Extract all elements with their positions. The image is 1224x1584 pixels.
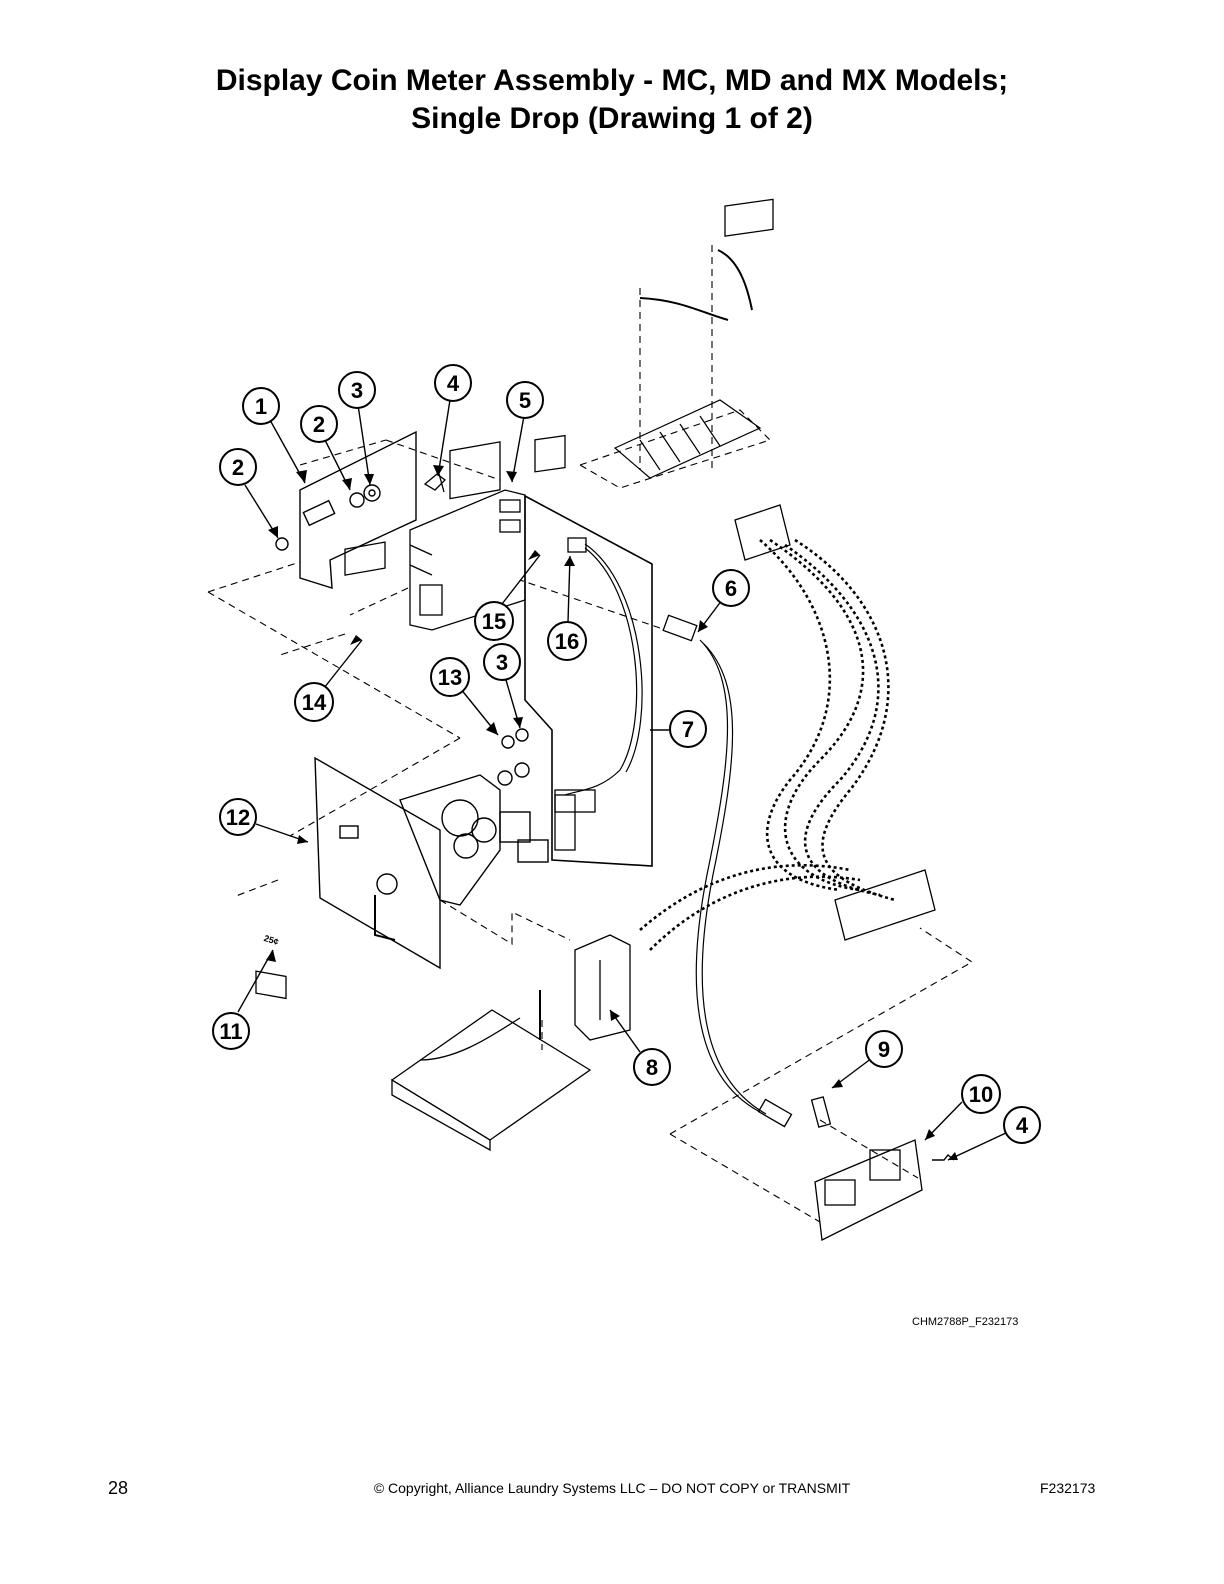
fuse [810,1096,832,1128]
callout-12: 12 [219,798,257,836]
connector-16 [567,537,587,553]
mounting-bracket [275,430,417,589]
svg-text:13: 13 [438,665,462,690]
svg-text:4: 4 [447,371,460,396]
callout-4a: 4 [434,364,472,402]
svg-text:9: 9 [878,1037,890,1062]
callout-9: 9 [865,1030,903,1068]
callout-7: 7 [669,710,707,748]
svg-text:3: 3 [351,378,363,403]
display-board [409,441,526,631]
base-plate [390,990,592,1152]
callout-8: 8 [633,1048,671,1086]
svg-text:12: 12 [226,805,250,830]
svg-text:11: 11 [219,1019,242,1044]
svg-text:8: 8 [646,1055,658,1080]
svg-text:10: 10 [969,1082,993,1107]
callout-14: 14 [294,682,334,722]
terminal-block [613,399,762,479]
svg-text:3: 3 [496,650,508,675]
connector-top [734,504,791,561]
page-title-line-1: Display Coin Meter Assembly - MC, MD and… [215,64,1009,97]
page-number: 28 [108,1478,129,1498]
callout-3b: 3 [483,643,521,681]
relay-top [724,198,774,237]
svg-text:2: 2 [313,412,325,437]
leader-arrowheads [266,465,958,1160]
svg-text:16: 16 [555,629,579,654]
callout-4b: 4 [1003,1106,1041,1144]
callout-11: 11 [212,1012,250,1050]
switch-8 [574,934,631,1041]
svg-text:5: 5 [519,388,531,413]
document-id: F232173 [1040,1480,1096,1496]
copyright-notice: © Copyright, Alliance Laundry Systems LL… [373,1480,851,1496]
svg-text:7: 7 [682,717,694,742]
callout-1-label: 1 [255,394,267,419]
callouts: 1 2 2 3 3 4 4 5 6 7 8 9 10 11 12 13 14 1… [212,364,1041,1144]
callout-2b: 2 [219,448,257,486]
svg-text:15: 15 [482,609,506,634]
page-title-line-2: Single Drop (Drawing 1 of 2) [411,102,813,135]
connector-bottom [834,869,936,941]
label-25c-text: 25¢ [263,933,280,947]
callout-16: 16 [547,621,587,661]
callout-2a: 2 [300,405,338,443]
svg-text:6: 6 [725,576,737,601]
connector-15 [534,434,566,473]
harness-frame [524,494,653,867]
meter-case [314,728,549,970]
callout-5: 5 [506,381,544,419]
callout-15: 15 [474,601,514,641]
control-board-10 [814,1139,923,1241]
svg-text:4: 4 [1016,1113,1029,1138]
label-25c [255,970,287,1000]
label-14 [344,541,386,576]
dotted-harness [639,538,896,951]
svg-text:14: 14 [302,690,327,715]
callout-10: 10 [961,1074,1001,1114]
drawing-reference: CHM2788P_F232173 [912,1316,1019,1328]
connector-cable [662,614,793,1128]
assembly-guide-lines [207,245,974,1223]
svg-text:2: 2 [232,455,244,480]
callout-3a: 3 [338,371,376,409]
callout-6: 6 [712,569,750,607]
callout-13: 13 [430,657,470,697]
screw-top [423,469,446,493]
callout-1: 1 [242,387,280,425]
